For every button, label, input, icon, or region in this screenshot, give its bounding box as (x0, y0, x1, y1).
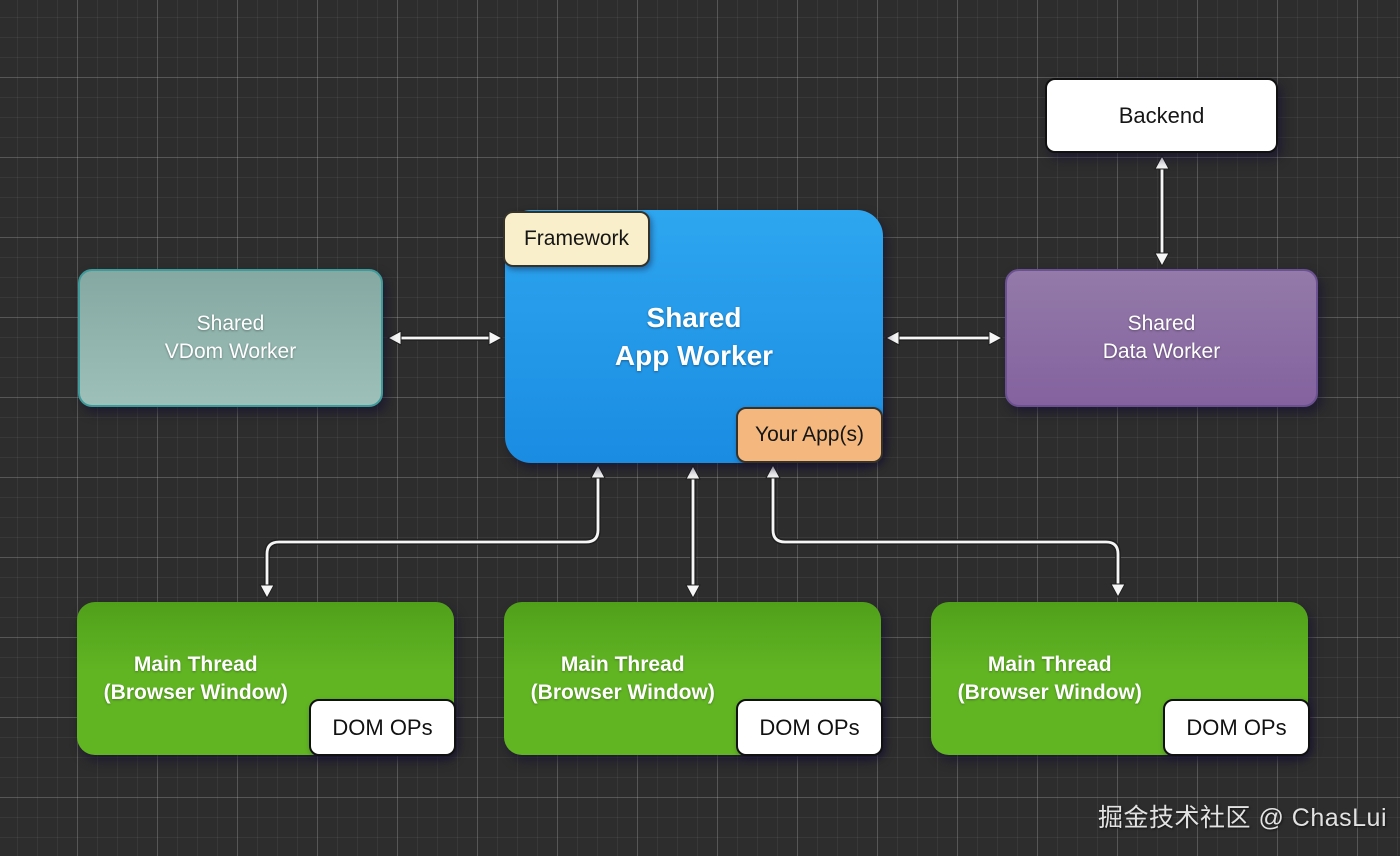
arrowhead-up-icon (765, 463, 781, 479)
main-thread-2-node: Main Thread (Browser Window) DOM OPs (504, 602, 883, 756)
arrowhead-up-icon (590, 463, 606, 479)
shared-data-worker-node: Shared Data Worker (1005, 269, 1318, 407)
dom-ops-badge: DOM OPs (1163, 699, 1310, 756)
arrow-appworker-mainthread3 (771, 473, 1120, 588)
arrowhead-down-icon (685, 584, 701, 600)
shared-vdom-worker-label: Shared VDom Worker (164, 312, 297, 363)
arrowhead-up-icon (1154, 154, 1170, 170)
main-thread-2-label: Main Thread (Browser Window) (530, 652, 715, 704)
backend-node: Backend (1045, 78, 1278, 153)
main-thread-1-node: Main Thread (Browser Window) DOM OPs (77, 602, 456, 756)
shared-app-worker-label: Shared App Worker (614, 301, 774, 371)
framework-badge: Framework (503, 211, 650, 267)
arrowhead-left-icon (884, 330, 900, 346)
backend-label: Backend (1118, 102, 1205, 128)
dom-ops-badge: DOM OPs (309, 699, 456, 756)
shared-data-worker-label: Shared Data Worker (1102, 312, 1221, 363)
shared-vdom-worker-node: Shared VDom Worker (78, 269, 383, 407)
arrow-appworker-mainthread1 (265, 473, 600, 590)
arrowhead-right-icon (488, 330, 504, 346)
dom-ops-badge: DOM OPs (736, 699, 883, 756)
arrowhead-right-icon (988, 330, 1004, 346)
main-thread-1-label: Main Thread (Browser Window) (103, 652, 288, 704)
shared-app-worker-node: Shared App Worker Framework Your App(s) (503, 210, 883, 463)
main-thread-3-label: Main Thread (Browser Window) (957, 652, 1142, 704)
arrowhead-down-icon (1110, 583, 1126, 599)
arrowhead-down-icon (259, 584, 275, 600)
watermark: 掘金技术社区 @ ChasLui (1098, 804, 1387, 832)
arrowhead-down-icon (1154, 252, 1170, 268)
your-apps-badge: Your App(s) (736, 407, 883, 463)
arrowhead-up-icon (685, 464, 701, 480)
main-thread-3-node: Main Thread (Browser Window) DOM OPs (931, 602, 1310, 756)
arrowhead-left-icon (386, 330, 402, 346)
